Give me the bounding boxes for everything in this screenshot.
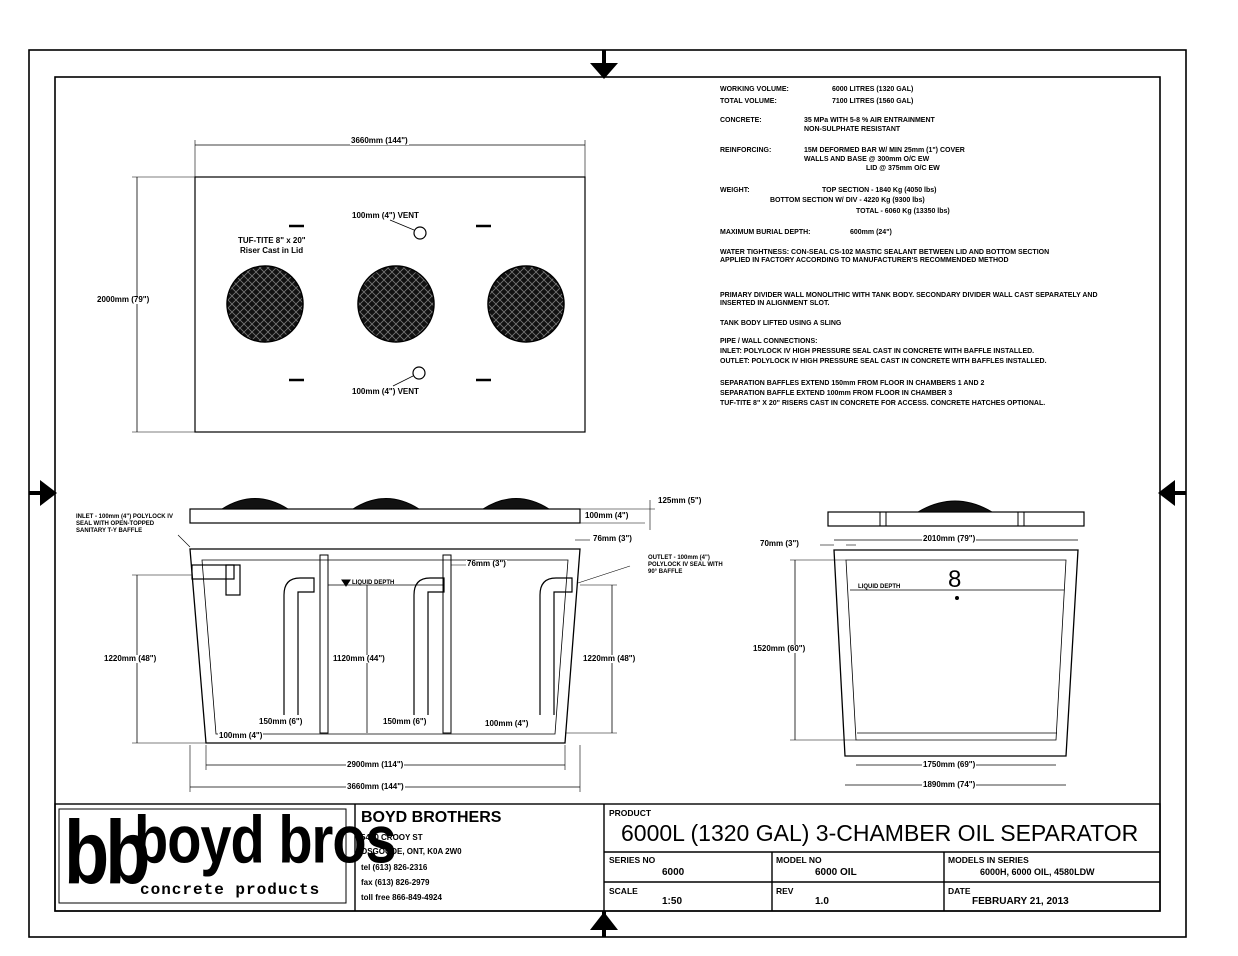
note-reinforcing-value-3: LID @ 375mm O/C EW [866,165,940,172]
end-liquid-depth: LIQUID DEPTH [858,584,901,590]
plan-riser-label-1: TUF-TITE 8" x 20" [238,236,306,245]
section-inlet-note: INLET - 100mm (4") POLYLOCK IV SEAL WITH… [76,514,173,534]
section-outlet-note: OUTLET - 100mm (4") POLYLOCK IV SEAL WIT… [648,555,723,575]
note-working-volume-value: 6000 LITRES (1320 GAL) [832,86,914,93]
note-pipe-2: OUTLET: POLYLOCK IV HIGH PRESSURE SEAL C… [720,358,1047,365]
end-outer-bottom: 1890mm (74") [922,780,977,789]
note-pipe-4: SEPARATION BAFFLE EXTEND 100mm FROM FLOO… [720,390,953,397]
section-height-mid: 1120mm (44") [332,654,386,663]
date-value: FEBRUARY 21, 2013 [972,896,1069,907]
rev-label: REV [776,886,794,896]
plan-view [132,140,586,433]
section-height-left: 1220mm (48") [103,654,158,663]
company-tollfree: toll free 866-849-4924 [361,893,442,902]
company-address-2: OSGOODE, ONT, K0A 2W0 [361,847,462,856]
note-total-volume-value: 7100 LITRES (1560 GAL) [832,98,914,105]
models-in-series-value: 6000H, 6000 OIL, 4580LDW [980,867,1095,877]
longitudinal-section [132,498,655,792]
end-height: 1520mm (60") [752,644,807,653]
note-burial-label: MAXIMUM BURIAL DEPTH: [720,229,811,236]
centering-marks [29,50,1186,937]
note-weight-value-3: TOTAL - 6060 Kg (13350 lbs) [856,208,950,215]
note-total-volume-label: TOTAL VOLUME: [720,98,777,105]
plan-vent-top: 100mm (4") VENT [352,211,419,220]
models-in-series-label: MODELS IN SERIES [948,855,1029,865]
note-divider: PRIMARY DIVIDER WALL MONOLITHIC WITH TAN… [720,292,1098,308]
note-concrete-value-1: 35 MPa WITH 5-8 % AIR ENTRAINMENT [804,117,935,124]
rev-value: 1.0 [815,896,829,907]
section-inner-length: 2900mm (114") [346,760,405,769]
plan-vent-bottom: 100mm (4") VENT [352,387,419,396]
title-block-lines [54,803,1161,912]
plan-riser-label-2: Riser Cast in Lid [240,246,304,255]
model-label: MODEL NO [776,855,822,865]
section-wall-top: 76mm (3") [592,534,633,543]
date-label: DATE [948,886,971,896]
section-outer-length: 3660mm (144") [346,782,405,791]
scale-label: SCALE [609,886,638,896]
section-baffle-2: 150mm (6") [382,717,428,726]
section-divider-gap: 76mm (3") [466,559,507,568]
model-value: 6000 OIL [815,867,857,878]
note-reinforcing-label: REINFORCING: [720,147,772,154]
end-figure-8: 8 [948,566,962,593]
plan-width-dim: 3660mm (144") [350,136,409,145]
section-baffle-1: 150mm (6") [258,717,304,726]
note-water-tightness: WATER TIGHTNESS: CON-SEAL CS-102 MASTIC … [720,249,1050,265]
note-working-volume-label: WORKING VOLUME: [720,86,789,93]
note-burial-value: 600mm (24") [850,229,892,236]
note-reinforcing-value-1: 15M DEFORMED BAR W/ MIN 25mm (1") COVER [804,147,965,154]
company-tel: tel (613) 826-2316 [361,863,428,872]
section-liquid-depth: LIQUID DEPTH [352,580,395,586]
note-pipe-title: PIPE / WALL CONNECTIONS: [720,338,818,345]
note-concrete-label: CONCRETE: [720,117,762,124]
end-wall-thickness: 70mm (3") [759,539,800,548]
note-weight-value-1: TOP SECTION - 1840 Kg (4050 lbs) [822,187,937,194]
company-fax: fax (613) 826-2979 [361,878,430,887]
note-pipe-1: INLET: POLYLOCK IV HIGH PRESSURE SEAL CA… [720,348,1035,355]
logo-subtitle: concrete products [140,881,321,899]
section-baffle-3: 100mm (4") [484,719,530,728]
inner-border [54,76,1161,912]
note-weight-value-2: BOTTOM SECTION W/ DIV - 4220 Kg (9300 lb… [770,197,925,204]
company-address-1: 5480 CROOY ST [361,833,423,842]
series-label: SERIES NO [609,855,656,865]
product-title: 6000L (1320 GAL) 3-CHAMBER OIL SEPARATOR [621,820,1139,846]
note-reinforcing-value-2: WALLS AND BASE @ 300mm O/C EW [804,156,930,163]
plan-depth-dim: 2000mm (79") [96,295,151,304]
note-concrete-value-2: NON-SULPHATE RESISTANT [804,126,901,133]
logo-bb: bb [64,801,150,904]
end-inner-bottom: 1750mm (69") [922,760,977,769]
product-label: PRODUCT [609,808,652,818]
logo-boyd-bros: boyd bros [134,801,397,877]
company-name: BOYD BROTHERS [361,809,502,826]
section-riser-height: 100mm (4") [584,511,630,520]
series-value: 6000 [662,867,685,878]
note-pipe-3: SEPARATION BAFFLES EXTEND 150mm FROM FLO… [720,380,985,387]
note-lifted: TANK BODY LIFTED USING A SLING [720,320,842,327]
section-lid-thickness: 125mm (5") [657,496,703,505]
end-top-width: 2010mm (79") [922,534,977,543]
section-height-right: 1220mm (48") [582,654,637,663]
section-floor-gap: 100mm (4") [218,731,264,740]
note-pipe-5: TUF-TITE 8" X 20" RISERS CAST IN CONCRET… [720,400,1046,407]
scale-value: 1:50 [662,896,683,907]
note-weight-label: WEIGHT: [720,187,750,194]
end-view-section [790,500,1085,786]
